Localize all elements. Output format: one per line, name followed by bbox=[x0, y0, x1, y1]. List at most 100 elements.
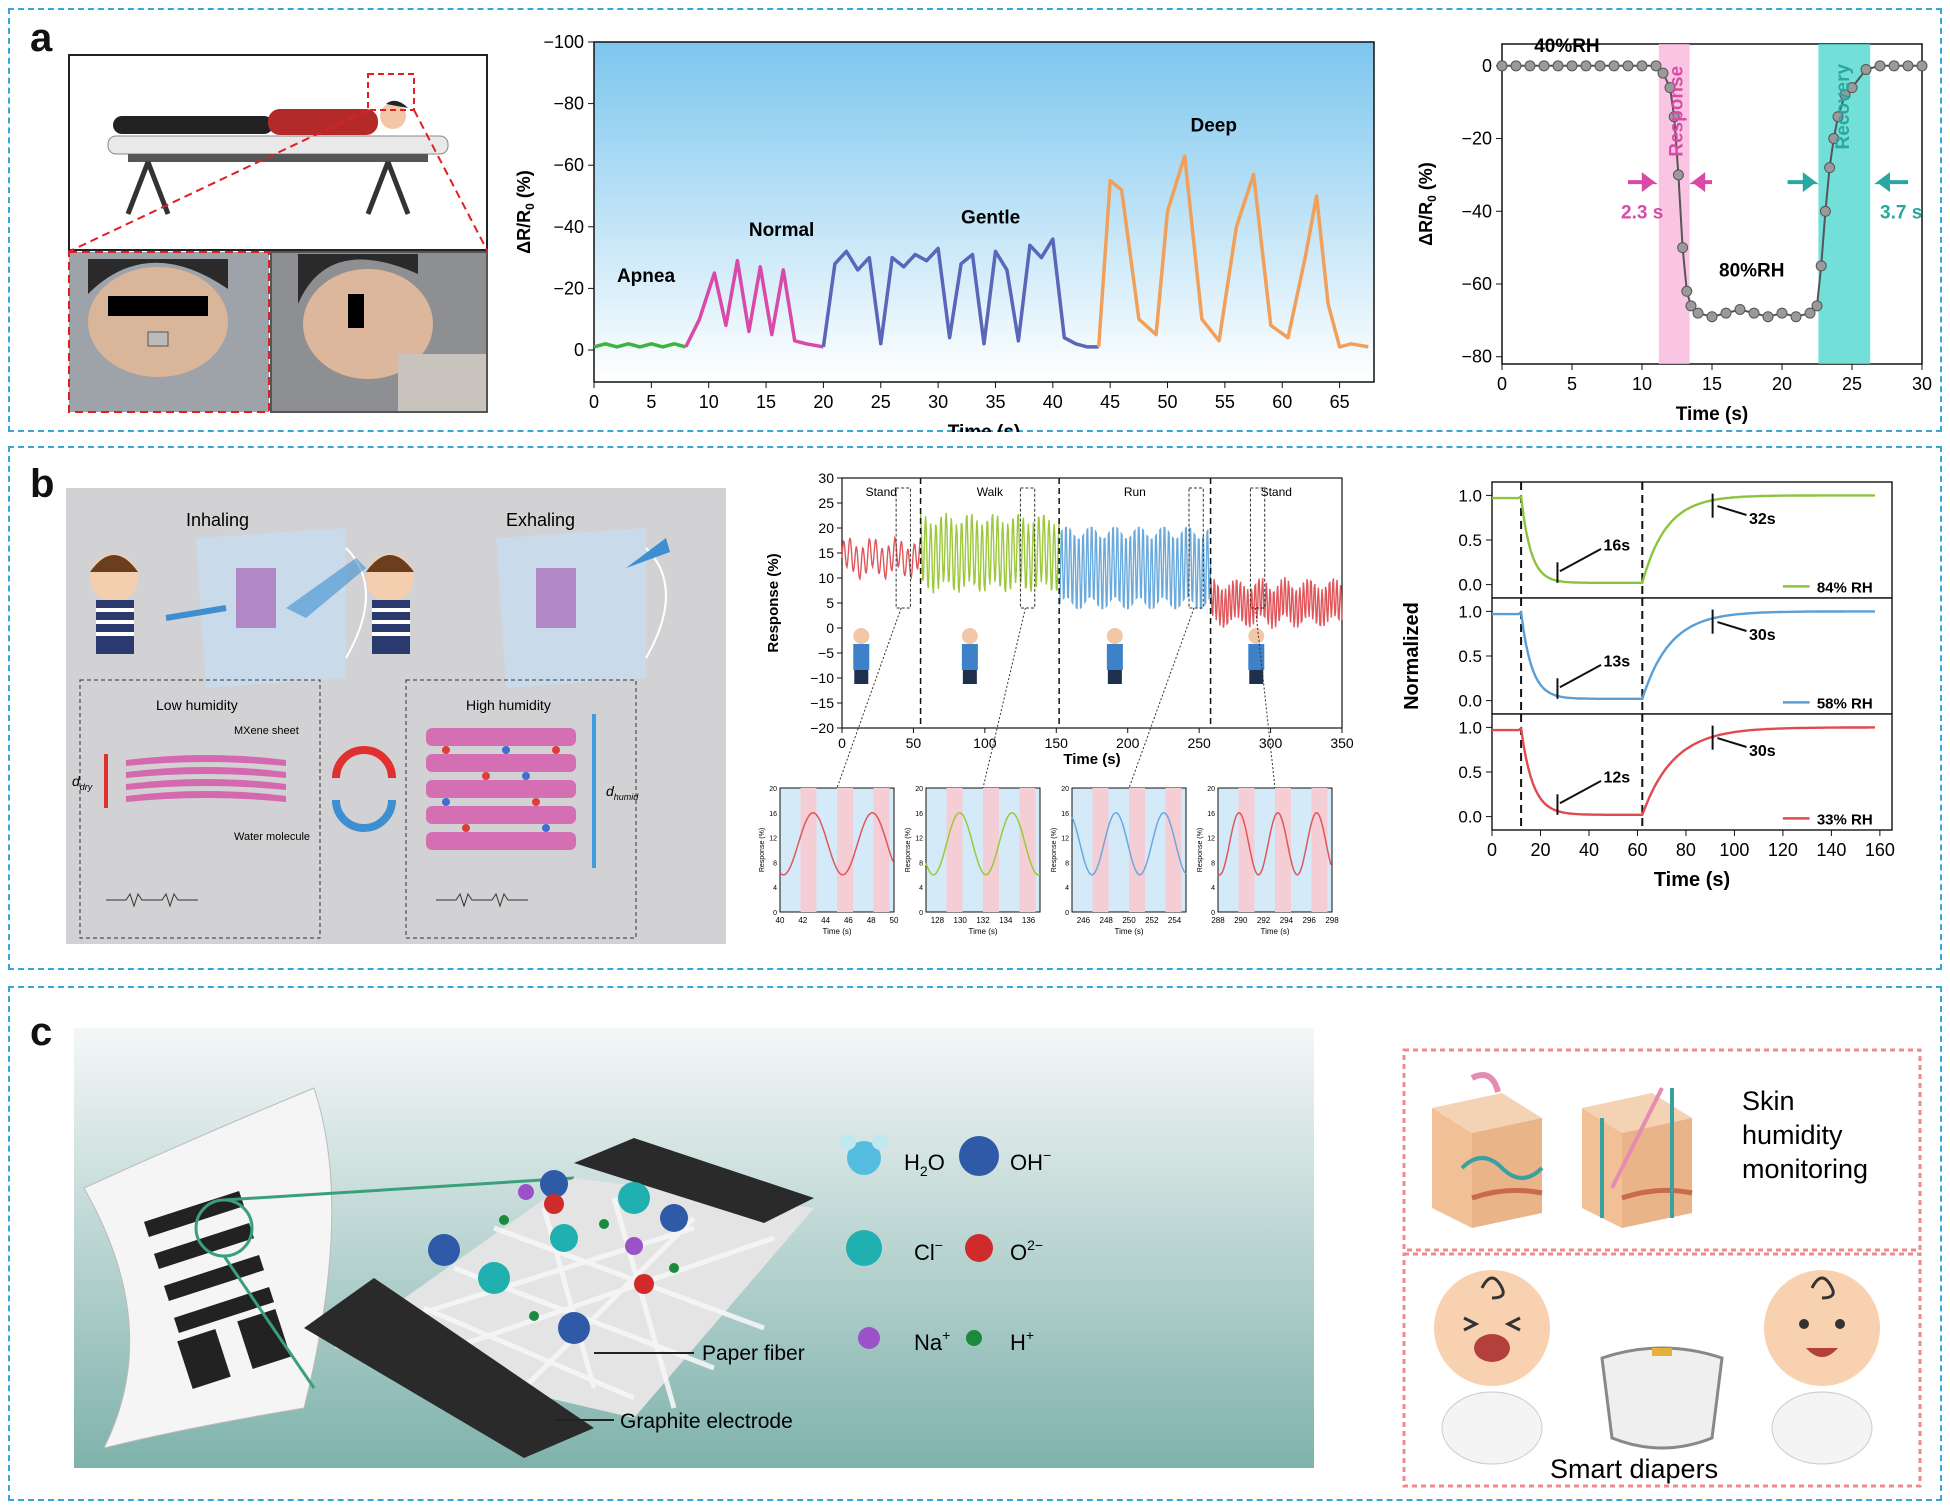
phase-label: Stand bbox=[866, 485, 897, 499]
annotation-normal: Normal bbox=[749, 220, 814, 241]
y-axis-label: Normalized bbox=[1401, 602, 1423, 710]
response-arrow-in bbox=[1628, 172, 1658, 193]
y-tick-label: 5 bbox=[826, 595, 834, 611]
x-axis-label: Time (s) bbox=[1063, 751, 1120, 768]
y-tick-label: −10 bbox=[810, 670, 834, 686]
inset-x-tick-label: 50 bbox=[890, 916, 899, 925]
x-axis-label: Time (s) bbox=[948, 422, 1021, 432]
data-point bbox=[1681, 285, 1693, 297]
sleep-illustration bbox=[68, 54, 488, 413]
y-tick-label: −80 bbox=[553, 94, 584, 114]
y-tick-label: 25 bbox=[818, 495, 834, 511]
data-point bbox=[1685, 300, 1697, 312]
x-tick-label: 40 bbox=[1579, 840, 1599, 860]
series-line bbox=[1492, 726, 1875, 816]
label-o: O2− bbox=[1010, 1237, 1043, 1265]
y-tick-label: −80 bbox=[1461, 347, 1492, 367]
inset-y-tick-label: 16 bbox=[1207, 811, 1215, 818]
inset-x-axis-label: Time (s) bbox=[1114, 927, 1143, 936]
inset-y-tick-label: 4 bbox=[919, 885, 923, 892]
inset-x-tick-label: 42 bbox=[798, 916, 807, 925]
annotation-low-rh: 40%RH bbox=[1534, 36, 1599, 57]
y-tick-label: −20 bbox=[1461, 129, 1492, 149]
x-tick-label: 50 bbox=[1158, 392, 1178, 412]
data-point bbox=[1828, 133, 1840, 145]
x-tick-label: 0 bbox=[589, 392, 599, 412]
inset-x-tick-label: 132 bbox=[976, 916, 990, 925]
y-tick-label: 15 bbox=[818, 545, 834, 561]
mask-illustration: Inhaling Exhaling Low humidity High humi… bbox=[66, 488, 726, 944]
x-tick-label: 60 bbox=[1272, 392, 1292, 412]
y-tick-label: 0.0 bbox=[1458, 808, 1482, 827]
person-head bbox=[853, 628, 870, 644]
x-tick-label: 60 bbox=[1627, 840, 1647, 860]
x-tick-label: 250 bbox=[1187, 735, 1211, 751]
person-torso bbox=[961, 644, 978, 670]
data-point bbox=[1538, 60, 1550, 72]
inset-y-tick-label: 0 bbox=[1065, 910, 1069, 917]
y-tick-label: 1.0 bbox=[1458, 718, 1482, 737]
x-tick-label: 15 bbox=[756, 392, 776, 412]
x-tick-label: 50 bbox=[906, 735, 922, 751]
y-tick-label: −15 bbox=[810, 695, 834, 711]
inset-y-tick-label: 8 bbox=[1211, 860, 1215, 867]
series-line-normal bbox=[684, 258, 824, 349]
y-tick-label: −40 bbox=[1461, 201, 1492, 221]
x-tick-label: 45 bbox=[1100, 392, 1120, 412]
label-exhaling: Exhaling bbox=[506, 510, 575, 530]
recovery-arrow-out bbox=[1874, 172, 1908, 193]
inset-y-tick-label: 20 bbox=[769, 786, 777, 793]
series-line-deep bbox=[1096, 154, 1369, 349]
data-point bbox=[1672, 169, 1684, 181]
inset-y-tick-label: 20 bbox=[1061, 786, 1069, 793]
inset-y-tick-label: 8 bbox=[1065, 860, 1069, 867]
label-oh: OH− bbox=[1010, 1147, 1051, 1175]
label-graphite-electrode: Graphite electrode bbox=[620, 1410, 793, 1433]
x-tick-label: 150 bbox=[1045, 735, 1069, 751]
inset-x-tick-label: 296 bbox=[1303, 916, 1317, 925]
data-point bbox=[1608, 60, 1620, 72]
annotation-high-rh: 80%RH bbox=[1719, 261, 1784, 282]
x-tick-label: 200 bbox=[1116, 735, 1140, 751]
zoom-connector bbox=[982, 607, 1026, 789]
x-tick-label: 55 bbox=[1215, 392, 1235, 412]
x-tick-label: 0 bbox=[1487, 840, 1497, 860]
data-point bbox=[1496, 60, 1508, 72]
arrow-up bbox=[1717, 621, 1747, 632]
person-torso bbox=[1106, 644, 1123, 670]
label-time-down: 13s bbox=[1604, 654, 1631, 671]
x-tick-label: 20 bbox=[813, 392, 833, 412]
y-tick-label: 0 bbox=[574, 340, 584, 360]
label-d-dry: ddry bbox=[72, 773, 93, 792]
data-point bbox=[1636, 60, 1648, 72]
legend-label: 84% RH bbox=[1817, 579, 1873, 596]
inset-x-axis-label: Time (s) bbox=[968, 927, 997, 936]
x-tick-label: 30 bbox=[928, 392, 948, 412]
data-point bbox=[1650, 60, 1662, 72]
series-line-gentle bbox=[821, 237, 1099, 349]
inset-x-tick-label: 250 bbox=[1122, 916, 1136, 925]
y-tick-label: −5 bbox=[818, 645, 834, 661]
x-axis-label: Time (s) bbox=[1654, 869, 1730, 891]
y-axis-label: ΔR/R0 (%) bbox=[1416, 162, 1439, 246]
inset-y-tick-label: 8 bbox=[919, 860, 923, 867]
inset-x-axis-label: Time (s) bbox=[822, 927, 851, 936]
data-point bbox=[1622, 60, 1634, 72]
x-tick-label: 25 bbox=[871, 392, 891, 412]
inset-y-tick-label: 12 bbox=[769, 836, 777, 843]
recovery-arrow-in bbox=[1787, 172, 1819, 193]
x-tick-label: 30 bbox=[1912, 374, 1932, 394]
inset-y-tick-label: 0 bbox=[773, 910, 777, 917]
y-tick-label: 0.0 bbox=[1458, 576, 1482, 595]
data-point bbox=[1804, 307, 1816, 319]
data-point bbox=[1510, 60, 1522, 72]
annotation-response-time: 2.3 s bbox=[1621, 203, 1663, 224]
x-tick-label: 300 bbox=[1259, 735, 1283, 751]
person-torso bbox=[1248, 644, 1265, 670]
y-tick-label: −20 bbox=[810, 720, 834, 736]
label-time-up: 30s bbox=[1749, 743, 1776, 760]
person-torso bbox=[853, 644, 870, 670]
y-tick-label: 0.5 bbox=[1458, 531, 1482, 550]
y-tick-label: 10 bbox=[818, 570, 834, 586]
label-skin-line3: monitoring bbox=[1742, 1154, 1868, 1184]
